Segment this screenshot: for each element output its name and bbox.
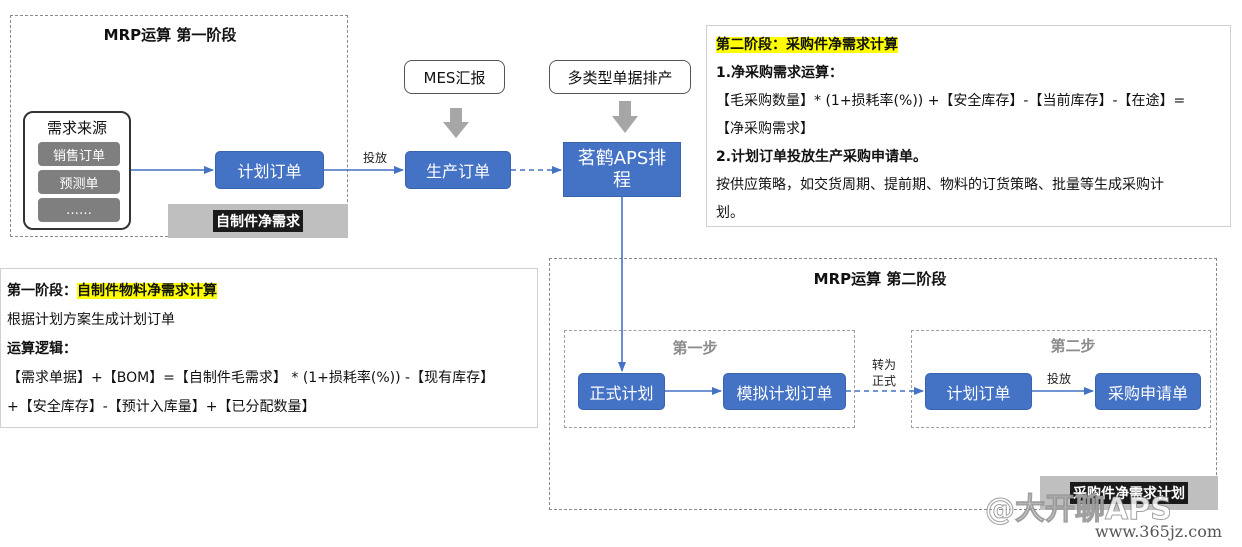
stage2-footer-bar: 采购件净需求计划 (1040, 476, 1218, 510)
stage2-desc-line-5: 按供应策略，如交货周期、提前期、物料的订货策略、批量等生成采购计 (716, 177, 1164, 193)
gray-arrow-mes (443, 108, 469, 138)
demand-item-sales-order: 销售订单 (38, 142, 120, 166)
stage2-description-panel: 第二阶段：采购件净需求计算 1.净采购需求运算： 【毛采购数量】* (1+损耗率… (706, 25, 1231, 227)
stage1-footer-label: 自制件净需求 (213, 210, 303, 232)
stage1-description-panel: 第一阶段：自制件物料净需求计算 根据计划方案生成计划订单 运算逻辑： 【需求单据… (0, 268, 538, 428)
stage2-desc-line-2: 【毛采购数量】* (1+损耗率(%)) +【安全库存】-【当前库存】-【在途】= (716, 93, 1186, 109)
mes-report-box: MES汇报 (404, 60, 505, 94)
stage2-desc-heading-prefix: 第二阶段： (716, 37, 786, 53)
release-label-2: 投放 (1046, 372, 1071, 386)
stage2-desc-heading: 第二阶段：采购件净需求计算 (716, 31, 1221, 59)
demand-item-more: …… (38, 198, 120, 222)
stage1-desc-line-1: 根据计划方案生成计划订单 (7, 312, 175, 328)
stage2-footer-label: 采购件净需求计划 (1070, 482, 1188, 504)
watermark-site: www.365jz.com (1095, 522, 1223, 541)
stage2-title: MRP运算 第二阶段 (813, 270, 947, 288)
stage2-container (549, 258, 1217, 510)
stage2-desc-line-4: 2.计划订单投放生产采购申请单。 (716, 149, 928, 165)
multi-type-scheduling-box: 多类型单据排产 (549, 60, 691, 94)
stage1-desc-line-2: 运算逻辑： (7, 341, 77, 357)
watermark-handle: @大开聊APS (985, 492, 1173, 528)
step2-title: 第二步 (1050, 337, 1096, 355)
convert-label-line-1: 转为 (871, 358, 896, 372)
simulated-plan-order-box: 模拟计划订单 (723, 373, 846, 410)
stage1-desc-line-3: 【需求单据】+【BOM】=【自制件毛需求】 * (1+损耗率(%)) -【现有库… (7, 370, 495, 386)
demand-source-title: 需求来源 (46, 119, 107, 137)
stage1-title: MRP运算 第一阶段 (103, 26, 237, 44)
stage1-desc-heading: 第一阶段：自制件物料净需求计算 (7, 277, 531, 306)
aps-scheduling-label: 茗鹤APS排程 (577, 147, 667, 191)
formal-plan-box: 正式计划 (578, 373, 665, 410)
convert-label-line-2: 正式 (871, 374, 896, 388)
step2-container (911, 330, 1211, 428)
purchase-requisition-box: 采购申请单 (1095, 373, 1201, 410)
stage1-desc-heading-prefix: 第一阶段： (7, 283, 77, 299)
stage1-desc-line-4: +【安全库存】-【预计入库量】+【已分配数量】 (7, 399, 316, 415)
stage1-footer-bar: 自制件净需求 (168, 204, 348, 238)
demand-item-forecast: 预测单 (38, 170, 120, 194)
stage2-desc-line-6: 划。 (716, 205, 744, 221)
step1-title: 第一步 (672, 339, 718, 357)
production-order-box: 生产订单 (405, 151, 511, 189)
gray-arrow-multi-type (612, 101, 638, 133)
plan-order-box: 计划订单 (215, 151, 324, 189)
step1-container (564, 330, 855, 428)
stage2-desc-heading-highlight: 采购件净需求计算 (786, 37, 898, 53)
stage1-desc-heading-highlight: 自制件物料净需求计算 (77, 283, 217, 299)
aps-scheduling-box: 茗鹤APS排程 (563, 142, 681, 197)
stage2-desc-line-1: 1.净采购需求运算： (716, 65, 844, 81)
plan-order-box-2: 计划订单 (925, 373, 1032, 410)
stage2-desc-line-3: 【净采购需求】 (716, 121, 814, 137)
release-label-1: 投放 (362, 151, 387, 165)
